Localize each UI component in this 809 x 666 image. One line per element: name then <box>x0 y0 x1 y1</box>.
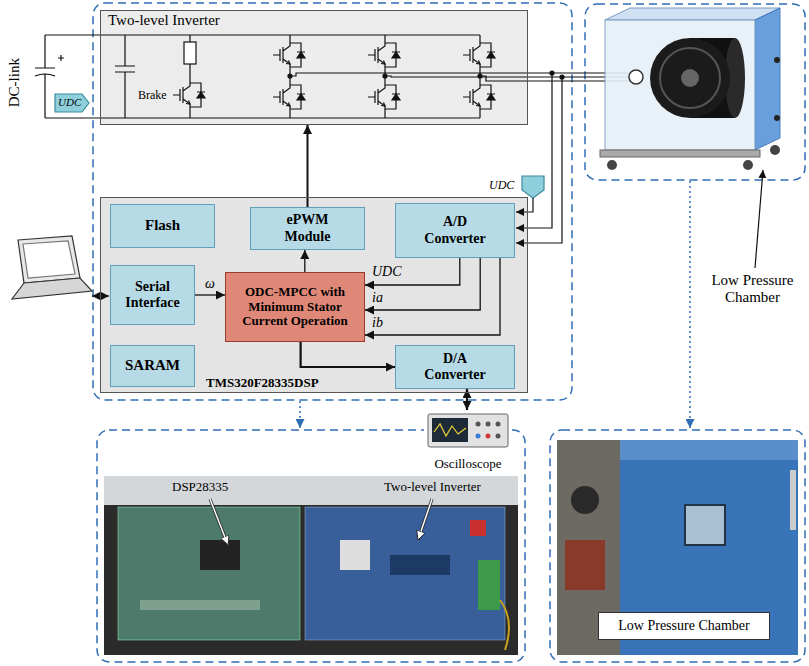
memory-block: SARAM <box>110 345 195 387</box>
node-text: A/D Converter <box>415 214 495 246</box>
laptop-icon <box>12 236 109 299</box>
signal-arrow <box>365 258 480 310</box>
signal-arrow <box>301 342 395 367</box>
signal-arrow <box>195 294 225 295</box>
node-text: Two-level Inverter <box>108 12 220 29</box>
signal-arrow <box>307 125 309 207</box>
node-text: D/A Converter <box>415 351 495 383</box>
dsp-panel <box>100 197 528 393</box>
signal-name: UDC <box>58 96 81 109</box>
signal-arrow <box>304 250 305 272</box>
part-name: Low Pressure Chamber <box>705 272 800 307</box>
photo-caption-box: Low Pressure Chamber <box>598 612 770 640</box>
dashed-region <box>93 3 805 662</box>
node-text: ePWM Module <box>273 212 343 244</box>
pwm-block: ePWM Module <box>250 207 365 250</box>
signal-name: ia <box>372 290 383 306</box>
node-text: Low Pressure Chamber <box>618 618 749 634</box>
signal-arrow <box>365 258 500 335</box>
hardware-photo <box>104 476 518 655</box>
inverter-box: Two-level Inverter <box>100 10 528 125</box>
signal-name: UDC <box>372 264 402 280</box>
node-text: Serial Interface <box>115 279 190 311</box>
signal-name: UDC <box>489 179 514 193</box>
node-text: Oscilloscope <box>434 457 501 472</box>
photo-label: DSP28335 <box>172 480 228 495</box>
dsp-box: TMS320F28335DSP Flash ePWM Module A/D Conve… <box>100 197 528 393</box>
memory-block: Flash <box>110 204 215 248</box>
oscilloscope-node: Oscilloscope <box>418 410 518 474</box>
node-text: ODC-MPCC with Minimum Stator Current Ope… <box>230 285 360 330</box>
dac-block: D/A Converter <box>395 345 515 389</box>
node-text: SARAM <box>125 357 180 374</box>
controller-block: ODC-MPCC with Minimum Stator Current Ope… <box>225 272 365 342</box>
signal-name: ib <box>372 315 383 331</box>
signal-arrow <box>365 258 460 285</box>
photo-label: Two-level Inverter <box>384 480 481 495</box>
signal-name: ω <box>205 276 215 292</box>
chamber-illustration <box>600 8 780 268</box>
bus-label: DC-link <box>6 58 23 108</box>
chamber-photo <box>557 440 798 655</box>
oscilloscope-icon <box>424 411 512 449</box>
node-text: Flash <box>145 217 180 234</box>
inverter-panel <box>100 10 528 125</box>
adc-block: A/D Converter <box>395 203 515 258</box>
interface-block: Serial Interface <box>110 265 195 325</box>
part-name: Brake <box>138 89 167 103</box>
node-text: TMS320F28335DSP <box>206 376 319 391</box>
